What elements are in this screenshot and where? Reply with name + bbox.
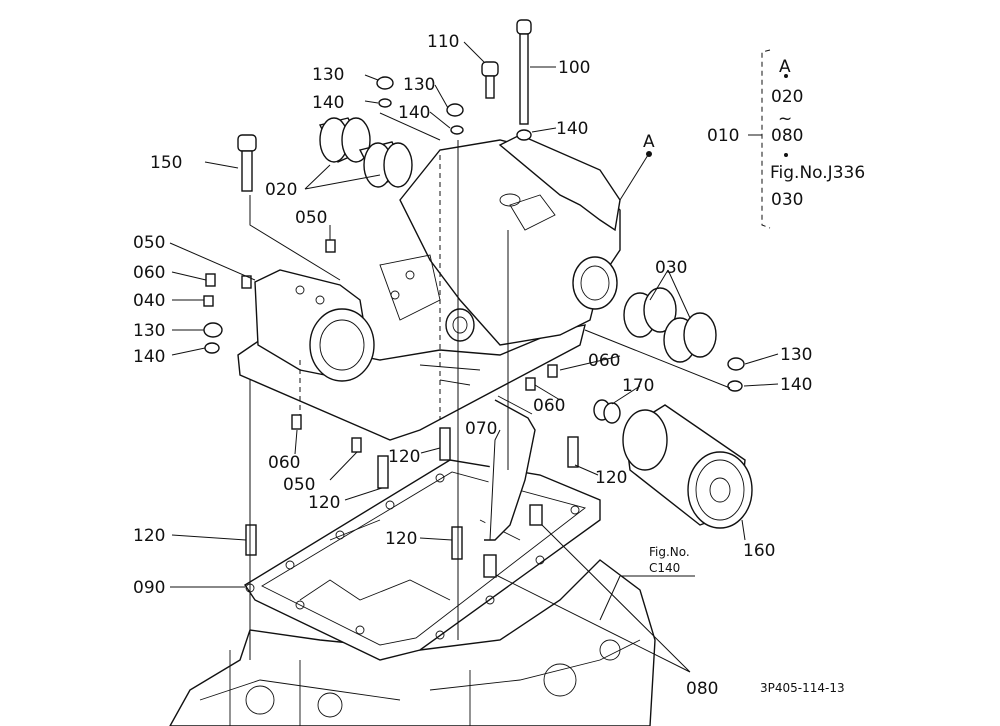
callout-170: 170 xyxy=(622,376,654,396)
legend-from: 020 xyxy=(771,87,803,107)
nuts-and-washers xyxy=(203,76,745,392)
callout-070: 070 xyxy=(465,419,497,439)
callout-120-a: 120 xyxy=(388,447,420,467)
callout-140-e: 140 xyxy=(780,375,812,395)
callout-050-b: 050 xyxy=(133,233,165,253)
legend-marker: A xyxy=(779,57,791,77)
callout-060-a: 060 xyxy=(133,263,165,283)
callout-060-c: 060 xyxy=(533,396,565,416)
bolt-150 xyxy=(237,134,257,192)
engine-block xyxy=(169,559,656,726)
callout-120-e: 120 xyxy=(385,529,417,549)
callout-090: 090 xyxy=(133,578,165,598)
callout-100: 100 xyxy=(558,58,590,78)
callout-020: 020 xyxy=(265,180,297,200)
callout-140-d: 140 xyxy=(133,347,165,367)
callout-080: 080 xyxy=(686,679,718,699)
bearing-030 xyxy=(623,287,717,363)
fig-ref-label: Fig.No. xyxy=(649,545,690,559)
marker-a-on-part: A xyxy=(643,132,655,152)
callout-040: 040 xyxy=(133,291,165,311)
oil-filter-160 xyxy=(622,404,753,529)
callout-140-a: 140 xyxy=(312,93,344,113)
callout-030: 030 xyxy=(655,258,687,278)
drawing-number: 3P405-114-13 xyxy=(760,681,845,695)
callout-060-d: 060 xyxy=(268,453,300,473)
callout-140-c: 140 xyxy=(556,119,588,139)
pipe-070 xyxy=(484,399,536,541)
switches-080 xyxy=(483,504,543,578)
callout-130-b: 130 xyxy=(403,75,435,95)
callout-150: 150 xyxy=(150,153,182,173)
legend-fig-ref: Fig.No.J336 xyxy=(770,163,865,183)
reference-dot xyxy=(646,151,652,157)
callout-160: 160 xyxy=(743,541,775,561)
callout-130-d: 130 xyxy=(780,345,812,365)
studs-120 xyxy=(203,239,579,560)
legend-to: 080 xyxy=(771,126,803,146)
callout-120-c: 120 xyxy=(595,468,627,488)
bearing-020 xyxy=(318,117,413,188)
callout-130-a: 130 xyxy=(312,65,344,85)
callout-050-a: 050 xyxy=(295,208,327,228)
legend-group: 010 xyxy=(707,126,739,146)
legend-tilde: ~ xyxy=(778,109,792,129)
callout-110: 110 xyxy=(427,32,459,52)
fig-ref-number: C140 xyxy=(649,561,680,575)
callout-120-d: 120 xyxy=(133,526,165,546)
callout-060-b: 060 xyxy=(588,351,620,371)
legend-last: 030 xyxy=(771,190,803,210)
callout-120-b: 120 xyxy=(308,493,340,513)
hydraulic-housing xyxy=(237,134,621,441)
legend-brace xyxy=(748,49,788,229)
bolt-100 xyxy=(516,19,532,125)
callout-140-b: 140 xyxy=(398,103,430,123)
leader-lines xyxy=(169,41,779,673)
bolt-110 xyxy=(481,61,499,99)
callout-050-c: 050 xyxy=(283,475,315,495)
connector-170 xyxy=(593,399,621,424)
callout-130-c: 130 xyxy=(133,321,165,341)
